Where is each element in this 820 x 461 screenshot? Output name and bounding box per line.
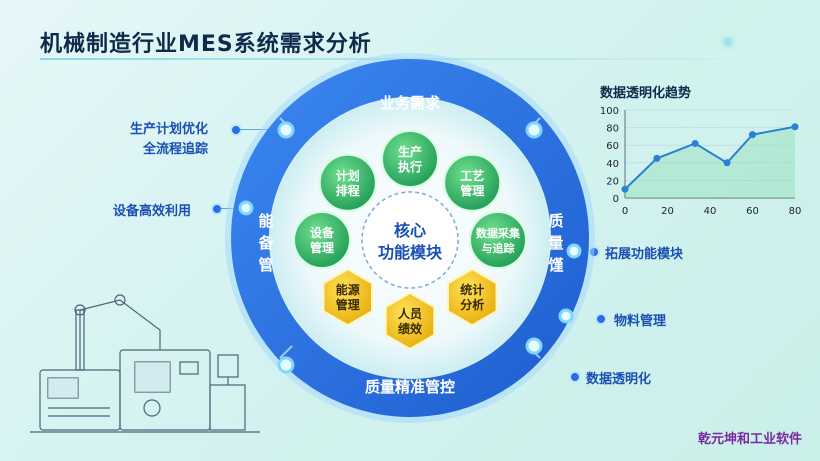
label-production-planning: 生产计划优化: [130, 122, 209, 137]
label-equipment-utilization: 设备高效利用: [113, 204, 192, 219]
y-tick-label: 80: [606, 124, 619, 135]
module-circle: [469, 211, 527, 269]
module-label: 数据采集: [476, 226, 521, 240]
watermark: 乾元坤和工业软件: [697, 432, 802, 447]
data-point: [723, 159, 731, 167]
core-label-1: 核心: [394, 221, 426, 240]
module-label: 与追踪: [482, 241, 515, 255]
module-label: 人员: [398, 306, 422, 321]
module-circle: [381, 130, 439, 189]
data-point: [749, 131, 756, 139]
outer-ring: [231, 59, 589, 417]
core-label-2: 功能模块: [378, 243, 443, 262]
factory-machine-illustration: [30, 294, 260, 433]
data-point: [653, 154, 661, 162]
connector-dot: [211, 203, 223, 215]
x-tick-label: 80: [789, 206, 802, 217]
title-accent-dot: [724, 38, 732, 46]
module-label: 工艺: [460, 168, 484, 183]
module-label: 统计: [460, 282, 484, 297]
module-hex: [447, 268, 498, 327]
y-tick-label: 0: [613, 194, 619, 205]
module-label: 管理: [336, 297, 360, 312]
outer-glow: [225, 53, 595, 423]
ring-left-char-2: 备: [257, 234, 274, 252]
y-tick-label: 100: [600, 106, 619, 117]
connector-dot: [569, 371, 581, 383]
module-label: 管理: [460, 183, 484, 198]
connector-dot: [230, 124, 242, 136]
x-tick-label: 40: [704, 206, 717, 217]
x-tick-label: 60: [746, 206, 759, 217]
series-line: [624, 125, 796, 190]
x-tick-label: 0: [622, 206, 628, 217]
module-hex: [322, 268, 373, 327]
core-ring: [361, 191, 459, 289]
ring-left-char-3: 管: [258, 256, 273, 274]
ring-right-char-3: 馑: [547, 256, 563, 274]
module-label: 绩效: [398, 321, 423, 336]
module-circle: [318, 153, 377, 212]
label-extension-modules: 拓展功能模块: [605, 247, 684, 262]
module-label: 分析: [460, 297, 484, 312]
module-circle: [443, 153, 502, 212]
module-hex: [384, 291, 436, 351]
module-circle: [293, 211, 351, 269]
data-point: [691, 139, 699, 147]
module-label: 计划: [336, 168, 360, 183]
ring-right-char-1: 质: [548, 212, 563, 230]
label-data-transparency: 数据透明化: [586, 372, 652, 387]
module-label: 执行: [398, 159, 422, 174]
ring-top-label: 业务需求: [380, 94, 441, 112]
module-label: 生产: [398, 144, 422, 159]
ring-nodes: [238, 121, 582, 374]
module-label: 管理: [310, 240, 334, 255]
trend-line-chart: 0 20 40 60 80 100 0 20 40 60 80: [600, 106, 802, 217]
area-fill: [625, 126, 795, 198]
y-tick-label: 40: [606, 159, 619, 170]
module-label: 能源: [336, 282, 360, 297]
connector-dot: [595, 313, 607, 325]
y-tick-label: 60: [606, 141, 619, 152]
data-point: [791, 123, 799, 131]
label-material-management: 物料管理: [614, 314, 667, 329]
ring-right-char-2: 量: [548, 234, 563, 252]
module-label: 设备: [310, 225, 335, 240]
module-label: 排程: [336, 183, 360, 198]
ring-left-char-1: 能: [258, 212, 273, 230]
page-title: 机械制造行业MES系统需求分析: [40, 32, 372, 57]
ring-bottom-label: 质量精准管控: [365, 378, 455, 396]
label-full-process-tracking: 全流程追踪: [143, 142, 209, 157]
x-tick-label: 20: [661, 206, 674, 217]
trend-chart-title: 数据透明化趋势: [600, 86, 692, 101]
y-tick-label: 20: [606, 176, 619, 187]
data-point: [621, 185, 629, 193]
